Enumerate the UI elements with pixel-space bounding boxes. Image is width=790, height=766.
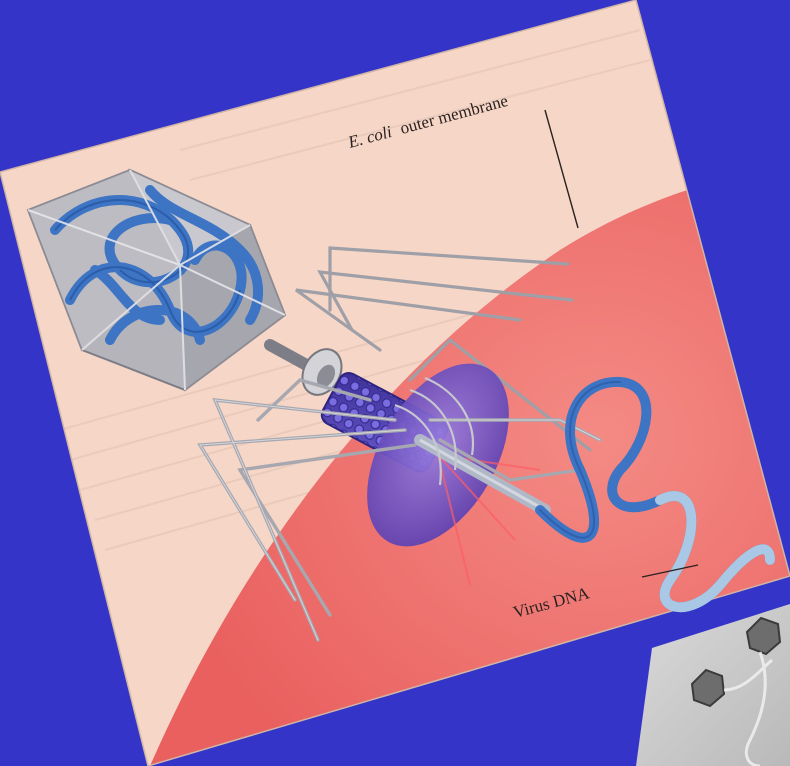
- electron-micrograph: [636, 604, 790, 766]
